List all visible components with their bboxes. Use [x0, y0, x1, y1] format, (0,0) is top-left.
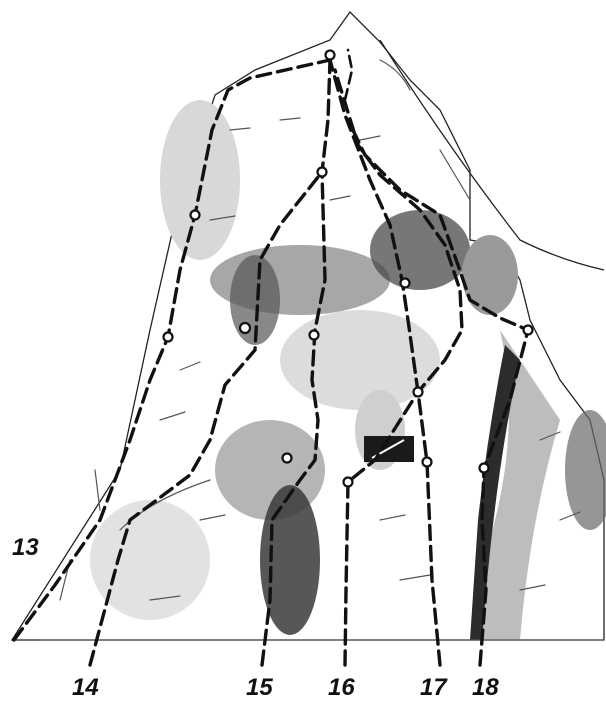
belay-point	[310, 331, 319, 340]
belay-point	[326, 51, 335, 60]
belay-point	[414, 388, 423, 397]
route-label-17: 17	[420, 674, 448, 701]
belay-point	[524, 326, 533, 335]
route-label-14: 14	[72, 674, 99, 701]
belay-point	[480, 464, 489, 473]
route-label-18: 18	[472, 674, 499, 701]
route-label-13: 13	[12, 534, 39, 561]
belay-point	[344, 478, 353, 487]
belay-point	[164, 333, 173, 342]
rock-shade	[462, 235, 518, 315]
belay-point	[401, 279, 410, 288]
route-label-15: 15	[246, 674, 273, 701]
belay-point	[318, 168, 327, 177]
belay-point	[191, 211, 200, 220]
belay-point	[240, 323, 250, 333]
route-label-16: 16	[328, 674, 355, 701]
belay-point	[423, 458, 432, 467]
rock-shade	[160, 100, 240, 260]
belay-point	[283, 454, 292, 463]
